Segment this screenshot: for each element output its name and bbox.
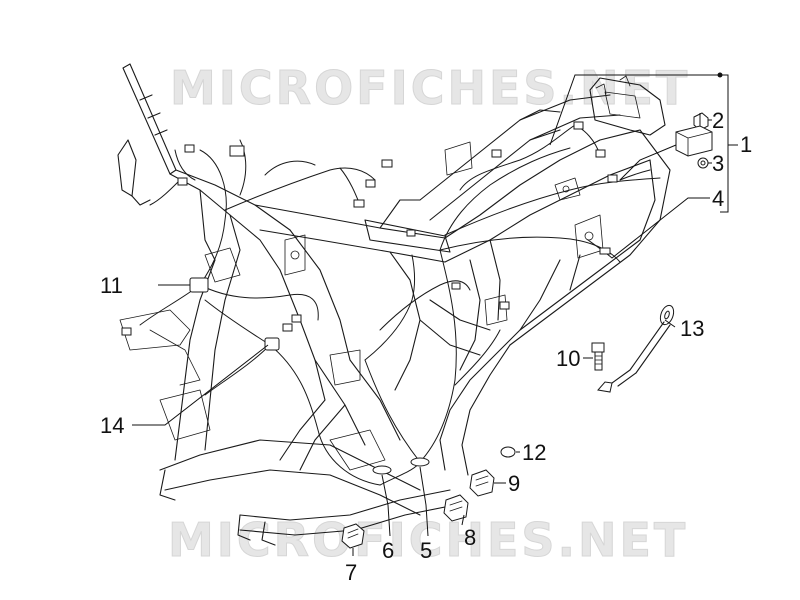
- watermark-top: MICROFICHES.NET: [170, 61, 690, 115]
- callout-13: 13: [680, 316, 704, 341]
- part-4-ground-lead: [587, 239, 613, 259]
- part-10-bolt: [591, 342, 605, 371]
- wiring-harness: [139, 124, 661, 486]
- callout-14: 14: [100, 413, 124, 438]
- callout-12: 12: [522, 440, 546, 465]
- callout-11: 11: [100, 273, 123, 298]
- callout-4: 4: [712, 186, 724, 211]
- part-7-clip: [341, 523, 365, 549]
- callout-1: 1: [740, 132, 752, 157]
- harness-clips: [189, 277, 430, 475]
- connectors: [121, 121, 618, 336]
- part-2-fuse: [693, 112, 709, 131]
- frame-illustration: [117, 63, 671, 546]
- callout-9: 9: [508, 471, 520, 496]
- callout-labels: 1 2 3 4 5 6 7 8 9 10 11 12 13 14: [100, 108, 752, 585]
- part-8-clip: [443, 494, 469, 522]
- callout-5: 5: [420, 538, 432, 563]
- part-13-battery-cable: [597, 304, 675, 393]
- callout-8: 8: [464, 525, 476, 550]
- callout-2: 2: [712, 108, 724, 133]
- relay-box: [675, 125, 713, 157]
- callout-10: 10: [556, 346, 580, 371]
- leader-lines: [132, 72, 738, 556]
- callout-6: 6: [382, 538, 394, 563]
- part-12-oring: [500, 446, 516, 458]
- callout-7: 7: [345, 560, 357, 585]
- part-9-clip: [469, 469, 495, 497]
- part-3-oring: [697, 157, 709, 169]
- callout-3: 3: [712, 151, 724, 176]
